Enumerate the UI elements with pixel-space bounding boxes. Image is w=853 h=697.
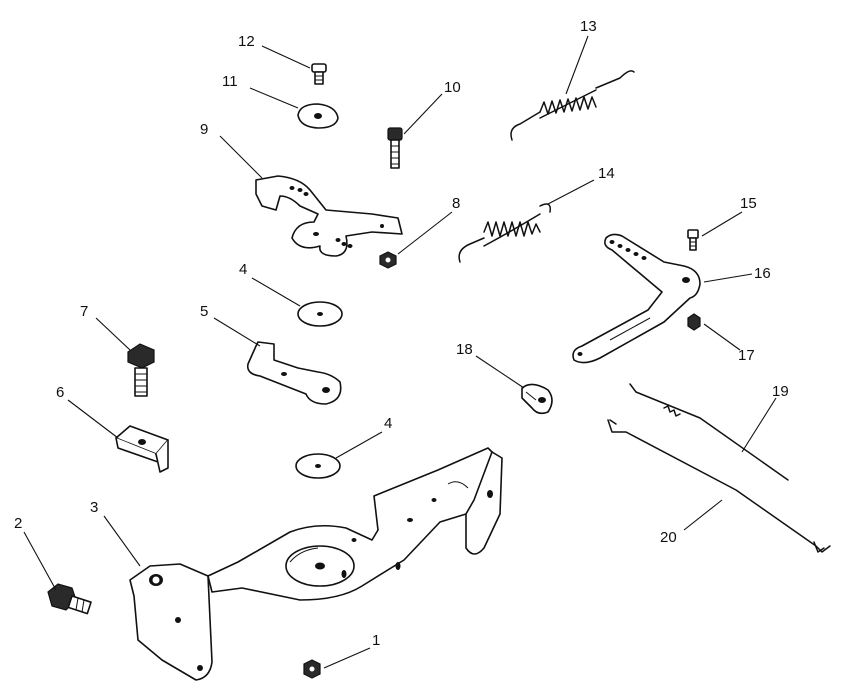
callout-labels: 1 2 3 4 4 5 6 7 8 9 10 11 12 13 14 15 16…: [14, 18, 789, 649]
part-5-plate: [246, 341, 342, 405]
callout-16: 16: [754, 265, 771, 282]
callout-4-upper: 4: [239, 261, 247, 278]
part-11-plate: [297, 103, 339, 129]
callout-8: 8: [452, 195, 460, 212]
callout-7: 7: [80, 303, 88, 320]
part-14-spring: [458, 203, 552, 263]
callout-6: 6: [56, 384, 64, 401]
callout-13: 13: [580, 18, 597, 35]
part-3-bracket: [129, 447, 503, 681]
callout-12: 12: [238, 33, 255, 50]
part-20-rod: [607, 419, 831, 553]
callout-1: 1: [372, 632, 380, 649]
callout-18: 18: [456, 341, 473, 358]
callout-15: 15: [740, 195, 757, 212]
part-4-washer-lower: [295, 453, 341, 479]
part-13-spring: [510, 70, 635, 141]
callout-4-lower: 4: [384, 415, 392, 432]
callout-10: 10: [444, 79, 461, 96]
callout-9: 9: [200, 121, 208, 138]
part-15-screw: [687, 229, 699, 251]
callout-11: 11: [222, 73, 238, 90]
part-7-bolt: [127, 343, 155, 397]
callout-3: 3: [90, 499, 98, 516]
part-16-bellcrank: [572, 233, 701, 364]
callout-14: 14: [598, 165, 615, 182]
callout-19: 19: [772, 383, 789, 400]
callout-17: 17: [738, 347, 755, 364]
part-19-rod: [629, 383, 789, 481]
callout-2: 2: [14, 515, 22, 532]
part-17-nut: [687, 313, 701, 331]
part-12-screw: [311, 63, 327, 85]
part-18-clamp: [521, 383, 553, 415]
part-4-washer-upper: [297, 301, 343, 327]
part-10-bolt: [387, 127, 403, 169]
callout-20: 20: [660, 529, 677, 546]
part-8-nut: [379, 251, 397, 269]
part-9-lever: [255, 175, 403, 257]
callout-5: 5: [200, 303, 208, 320]
part-2-bolt: [47, 583, 92, 615]
leader-lines: [23, 35, 777, 669]
part-1-nut: [303, 659, 321, 679]
part-6-clip: [115, 425, 169, 473]
